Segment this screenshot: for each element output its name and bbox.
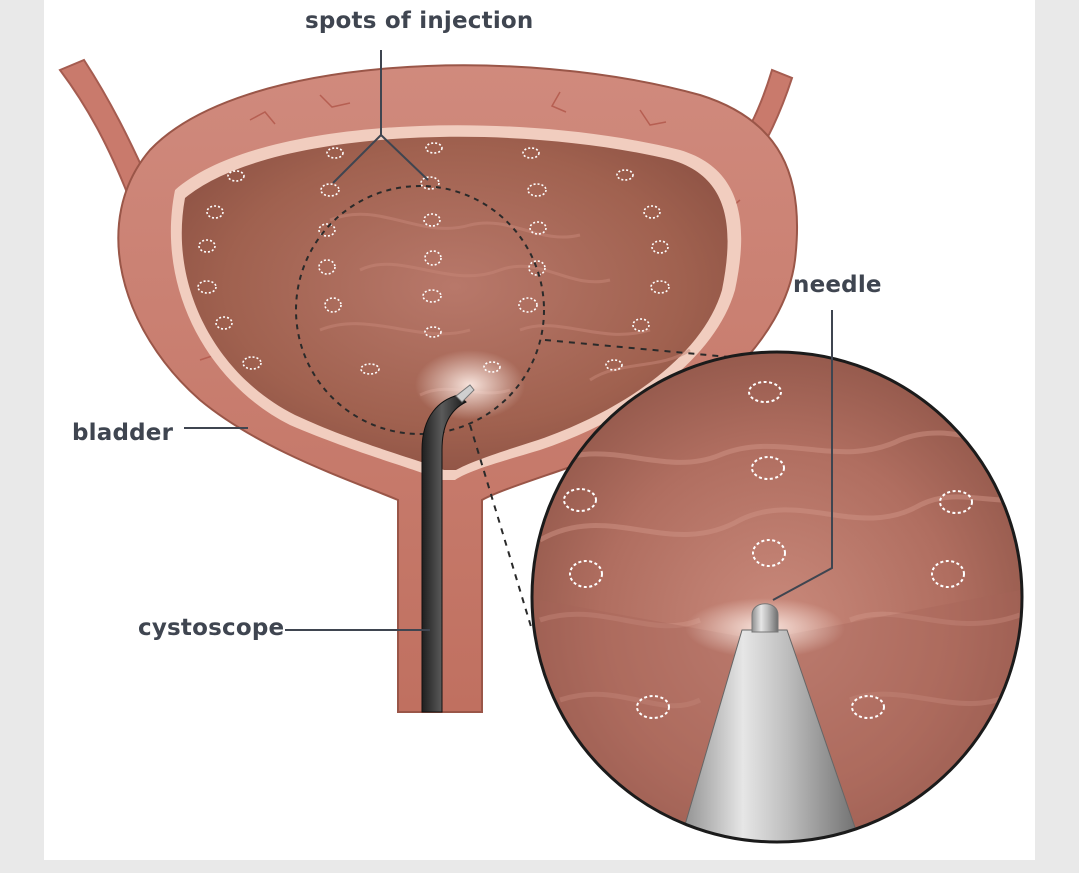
injection-spot xyxy=(529,221,547,235)
focus-circle xyxy=(295,185,545,435)
injection-spot xyxy=(360,363,380,375)
injection-spot xyxy=(227,170,245,182)
injection-spot xyxy=(605,359,623,371)
injection-spot xyxy=(632,318,650,332)
injection-spot xyxy=(425,142,443,154)
bladder-interior xyxy=(181,136,728,471)
injection-spot xyxy=(636,695,670,719)
injection-spot xyxy=(424,250,442,266)
injection-spot xyxy=(320,183,340,197)
injection-spot xyxy=(198,239,216,253)
injection-spot xyxy=(326,147,344,159)
injection-spot xyxy=(206,205,224,219)
cystoscope-label: cystoscope xyxy=(138,615,285,641)
injection-spot xyxy=(424,326,442,338)
scope-tip-icon xyxy=(679,603,861,842)
injection-spot xyxy=(643,205,661,219)
injection-spot xyxy=(318,259,336,275)
leader-lines xyxy=(184,50,833,631)
injection-spot xyxy=(420,176,440,190)
mucosa-folds xyxy=(319,212,691,397)
injection-spot xyxy=(752,539,786,567)
injection-spot xyxy=(215,316,233,330)
injection-spot xyxy=(851,695,885,719)
injection-spot xyxy=(616,169,634,181)
injection-spot xyxy=(528,260,546,276)
injection-spot xyxy=(748,381,782,403)
injection-spot xyxy=(423,213,441,227)
injection-spot xyxy=(751,456,785,480)
injection-spot xyxy=(563,488,597,512)
zoom-connector-top xyxy=(544,339,741,359)
injection-spot xyxy=(324,297,342,313)
cystoscope-icon xyxy=(421,384,475,713)
injection-spot xyxy=(527,183,547,197)
injection-spot xyxy=(650,280,670,294)
spots-leader xyxy=(332,50,429,184)
injection-spot xyxy=(422,289,442,303)
injection-spot xyxy=(197,280,217,294)
injection-spot xyxy=(931,560,965,588)
injection-spots xyxy=(197,142,670,375)
magnified-view xyxy=(530,350,1024,844)
injection-spot xyxy=(939,490,973,514)
magnified-injection-spots xyxy=(563,381,973,719)
injection-spot xyxy=(318,223,336,237)
injection-spot xyxy=(242,356,262,370)
injection-spot xyxy=(522,147,540,159)
injection-spot xyxy=(651,240,669,254)
bladder-label: bladder xyxy=(72,420,174,446)
needle-leader xyxy=(772,310,833,601)
injection-spot xyxy=(518,297,538,313)
needle-label: needle xyxy=(793,272,882,298)
spots-of-injection-label: spots of injection xyxy=(305,8,534,34)
injection-spot xyxy=(569,560,603,588)
injection-spot xyxy=(483,361,501,373)
